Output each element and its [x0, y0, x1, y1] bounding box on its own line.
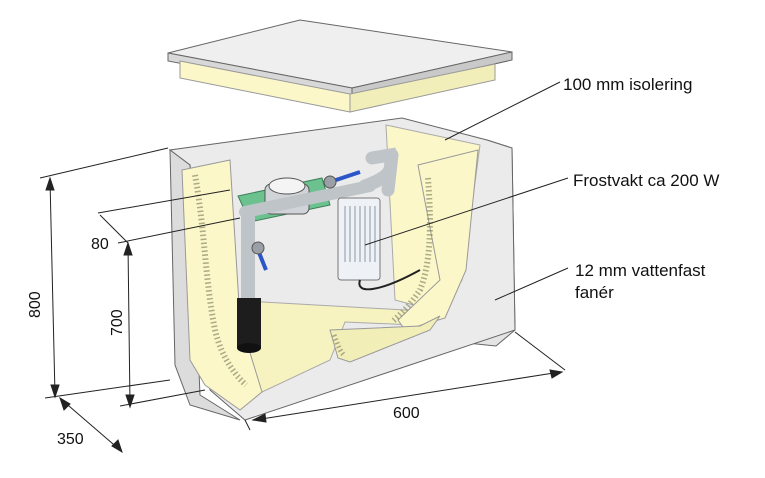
label-plywood-line1: 12 mm vattenfast [575, 261, 706, 280]
dim-600-arrow-a [251, 413, 267, 423]
dim-label-600: 600 [393, 405, 420, 422]
leader-frost-guard [364, 177, 569, 246]
riser-pipe-right-up [381, 148, 399, 197]
meter-dial [268, 177, 306, 195]
dim-label-80: 80 [91, 236, 109, 253]
horizontal-pipe [239, 180, 376, 218]
dim-700-arrow-top [123, 241, 133, 256]
valve-left-body [251, 241, 265, 255]
frost-guard-heater [337, 197, 421, 291]
heater-fins [344, 206, 376, 262]
callout-leaders [364, 81, 569, 301]
insulation-texture-left [192, 174, 249, 388]
dim-80-ext [97, 189, 231, 214]
valve-top-body [323, 175, 337, 189]
leader-insulation [444, 81, 561, 141]
dim-800-ext-bottom [44, 379, 171, 399]
dim-700-arrow-bottom [125, 394, 135, 409]
dimension-lines [39, 147, 566, 454]
heater-cable [358, 269, 421, 291]
lid-insulation-side [349, 63, 496, 113]
dim-350-line [61, 399, 121, 451]
label-frost-guard: Frostvakt ca 200 W [573, 171, 719, 190]
dim-700-ext-bottom [119, 389, 206, 407]
dim-800-line [49, 179, 56, 396]
heater-housing [337, 197, 381, 281]
pipe-insulation-sleeve [237, 298, 261, 348]
pipe-sleeve-bottom [237, 343, 261, 353]
dim-350-arrow-b [111, 439, 123, 454]
dim-label-700: 700 [109, 309, 126, 336]
label-insulation: 100 mm isolering [563, 75, 692, 94]
dim-700-line [127, 244, 131, 406]
dim-800-arrow-bottom [50, 384, 60, 399]
leader-plywood [494, 267, 569, 301]
water-meter-assembly [237, 147, 399, 353]
dim-600-arrow-b [549, 369, 564, 379]
insulation-texture-right [390, 177, 433, 325]
dim-80-line [99, 214, 129, 244]
dim-800-arrow-top [45, 176, 55, 191]
dim-600-ext-right [514, 331, 566, 371]
lid [167, 19, 513, 113]
dim-350-arrow-a [59, 396, 71, 411]
dim-label-350: 350 [57, 431, 84, 448]
dim-600-line [254, 371, 561, 421]
insulation-front-step [329, 315, 441, 363]
dim-800-ext-top [39, 147, 169, 179]
label-plywood-line2: fanér [575, 283, 614, 302]
dim-600-ext-left [244, 419, 251, 431]
dim-label-800: 800 [27, 291, 44, 318]
dim-700-ext-top [117, 217, 241, 244]
